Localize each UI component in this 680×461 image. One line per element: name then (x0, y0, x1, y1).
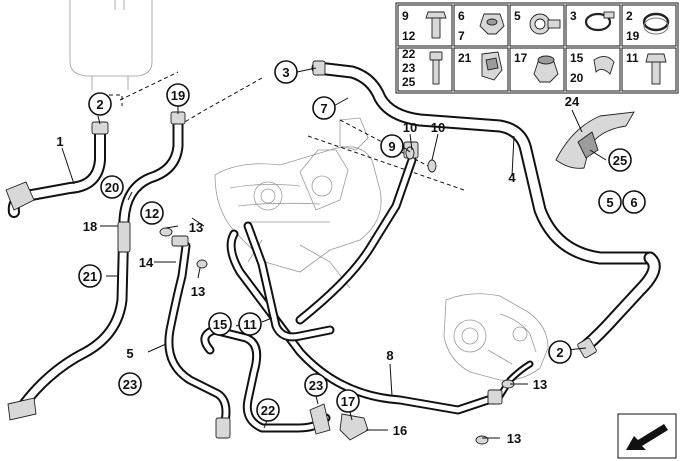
legend-cell-15-20[interactable]: 15 20 (565, 47, 621, 92)
svg-text:9: 9 (388, 139, 395, 154)
screw-icon (429, 51, 443, 85)
svg-text:12: 12 (145, 206, 159, 221)
label-5-left: 5 (126, 346, 133, 361)
legend-cell-3[interactable]: 3 (565, 4, 621, 47)
callout-23-mid[interactable]: 23 (304, 373, 328, 397)
callout-19[interactable]: 19 (166, 83, 190, 107)
label-13-c: 13 (533, 377, 547, 392)
hose-fittings (5, 60, 635, 445)
callout-25[interactable]: 25 (608, 148, 632, 172)
hoses (7, 61, 661, 433)
label-13-d: 13 (507, 431, 521, 446)
svg-text:21: 21 (458, 51, 472, 65)
callout-7[interactable]: 7 (312, 96, 336, 120)
label-13-b: 13 (191, 284, 205, 299)
label-14: 14 (139, 255, 154, 270)
plain-labels: 1 4 24 10 10 13 13 13 13 14 18 5 8 16 (56, 94, 580, 446)
svg-text:20: 20 (105, 180, 119, 195)
callout-23-left[interactable]: 23 (118, 372, 142, 396)
label-4: 4 (508, 170, 516, 185)
svg-text:22: 22 (402, 47, 416, 61)
label-18: 18 (83, 219, 97, 234)
callout-15[interactable]: 15 (208, 312, 232, 336)
svg-text:2: 2 (626, 9, 633, 23)
svg-text:22: 22 (261, 403, 275, 418)
callout-3[interactable]: 3 (274, 60, 298, 84)
callout-11[interactable]: 11 (238, 312, 262, 336)
svg-text:17: 17 (514, 51, 528, 65)
steering-gear-outline (214, 117, 382, 289)
direction-arrow-icon (617, 413, 677, 459)
svg-text:20: 20 (570, 71, 584, 85)
bracket-clip-icon (481, 51, 503, 81)
svg-text:2: 2 (556, 345, 563, 360)
power-steering-pump-outline (443, 293, 549, 381)
svg-text:17: 17 (341, 394, 355, 409)
legend-cell-11[interactable]: 11 (621, 47, 677, 92)
svg-text:7: 7 (458, 29, 465, 43)
svg-text:9: 9 (402, 9, 409, 23)
label-10-b: 10 (431, 120, 445, 135)
svg-text:19: 19 (626, 29, 640, 43)
callout-6[interactable]: 6 (622, 190, 646, 214)
svg-text:6: 6 (630, 195, 637, 210)
reservoir-outline (69, 0, 153, 90)
callout-22[interactable]: 22 (256, 398, 280, 422)
legend-cell-22-23-25[interactable]: 22 23 25 (397, 47, 453, 92)
parts-legend-grid: 9 12 6 7 5 3 (395, 2, 679, 94)
svg-text:11: 11 (243, 317, 257, 332)
legend-cell-2-19[interactable]: 2 19 (621, 4, 677, 47)
callout-21[interactable]: 21 (78, 264, 102, 288)
svg-text:3: 3 (282, 65, 289, 80)
svg-text:15: 15 (213, 317, 227, 332)
label-8: 8 (386, 348, 393, 363)
half-clip-icon (593, 56, 615, 75)
svg-text:2: 2 (96, 97, 103, 112)
svg-text:23: 23 (123, 377, 137, 392)
bolt-flanged-icon (425, 11, 447, 39)
hose-clip-icon (529, 13, 561, 35)
svg-text:21: 21 (83, 269, 97, 284)
callout-5-right[interactable]: 5 (598, 190, 622, 214)
svg-text:23: 23 (402, 61, 416, 75)
label-24: 24 (565, 94, 580, 109)
collar-nut-icon (533, 55, 559, 83)
hex-bolt-icon (645, 53, 667, 85)
label-13-a: 13 (189, 220, 203, 235)
svg-text:7: 7 (320, 101, 327, 116)
svg-text:6: 6 (458, 9, 465, 23)
label-10-a: 10 (403, 120, 417, 135)
svg-text:23: 23 (309, 378, 323, 393)
svg-text:3: 3 (570, 9, 577, 23)
legend-cell-21[interactable]: 21 (453, 47, 509, 92)
svg-text:15: 15 (570, 51, 584, 65)
callout-2-top[interactable]: 2 (88, 92, 112, 116)
callout-17[interactable]: 17 (336, 389, 360, 413)
label-1: 1 (56, 134, 63, 149)
svg-text:12: 12 (402, 29, 416, 43)
clamp-ring-icon (584, 11, 615, 32)
svg-text:5: 5 (514, 9, 521, 23)
hose-clamp-icon (642, 12, 670, 35)
svg-text:25: 25 (613, 153, 627, 168)
legend-cell-17[interactable]: 17 (509, 47, 565, 92)
legend-cell-6-7[interactable]: 6 7 (453, 4, 509, 47)
callout-12[interactable]: 12 (140, 201, 164, 225)
hex-nut-icon (479, 13, 505, 35)
label-16: 16 (393, 423, 407, 438)
svg-text:11: 11 (626, 51, 639, 65)
svg-text:25: 25 (402, 75, 416, 89)
callout-20[interactable]: 20 (100, 175, 124, 199)
svg-text:19: 19 (171, 88, 185, 103)
legend-cell-5[interactable]: 5 (509, 4, 565, 47)
svg-text:5: 5 (606, 195, 613, 210)
callout-9[interactable]: 9 (380, 134, 404, 158)
legend-cell-9-12[interactable]: 9 12 (397, 4, 453, 47)
callout-2-right[interactable]: 2 (548, 340, 572, 364)
